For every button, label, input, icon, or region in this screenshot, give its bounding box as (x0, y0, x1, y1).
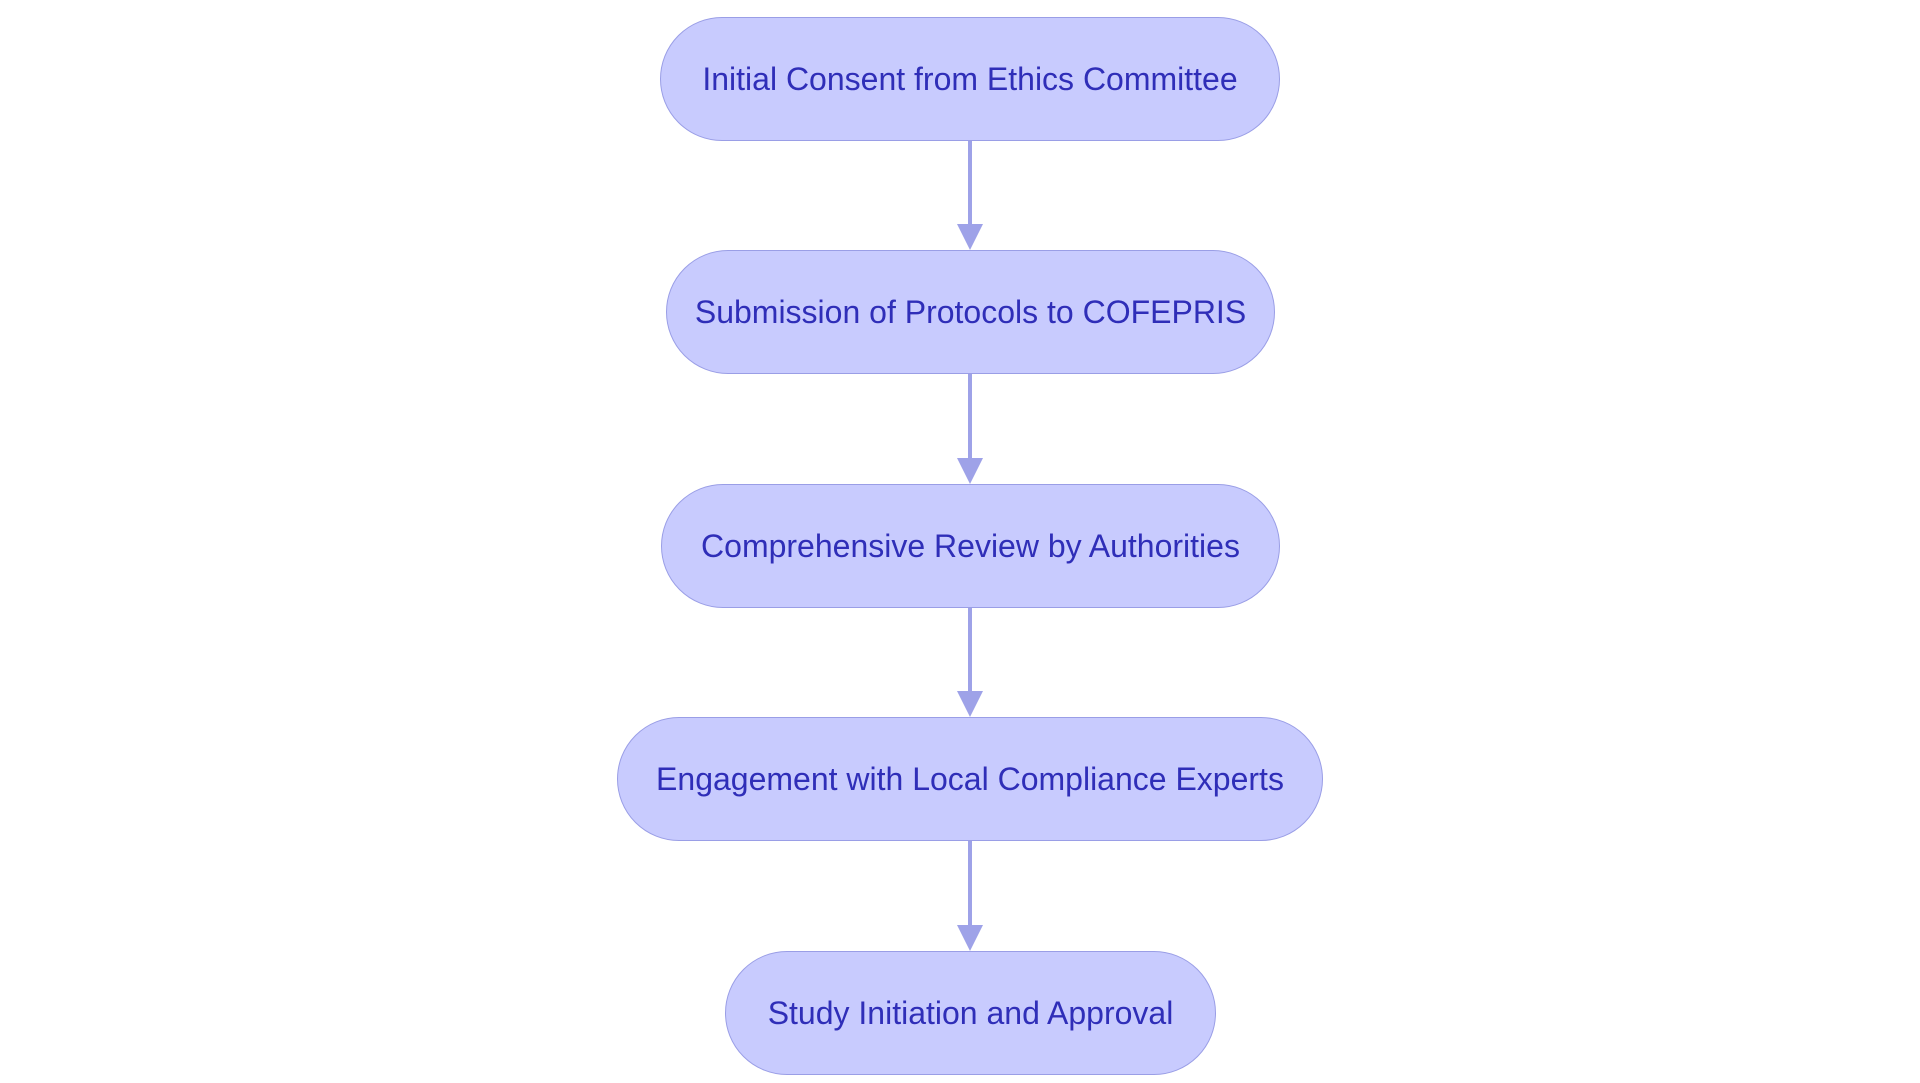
node-submission-protocols: Submission of Protocols to COFEPRIS (666, 250, 1275, 374)
node-label: Submission of Protocols to COFEPRIS (694, 294, 1247, 330)
node-initial-consent: Initial Consent from Ethics Committee (660, 17, 1280, 141)
node-label: Study Initiation and Approval (767, 995, 1174, 1031)
node-label: Comprehensive Review by Authorities (701, 528, 1240, 564)
node-label: Initial Consent from Ethics Committee (702, 61, 1238, 97)
node-engagement-compliance: Engagement with Local Compliance Experts (617, 717, 1323, 841)
node-study-initiation: Study Initiation and Approval (725, 951, 1216, 1075)
arrow-n1-n2 (957, 141, 983, 250)
node-comprehensive-review: Comprehensive Review by Authorities (661, 484, 1280, 608)
arrow-n4-n5 (957, 841, 983, 951)
arrow-n3-n4 (957, 608, 983, 717)
node-label: Engagement with Local Compliance Experts (656, 761, 1284, 797)
arrow-n2-n3 (957, 374, 983, 484)
